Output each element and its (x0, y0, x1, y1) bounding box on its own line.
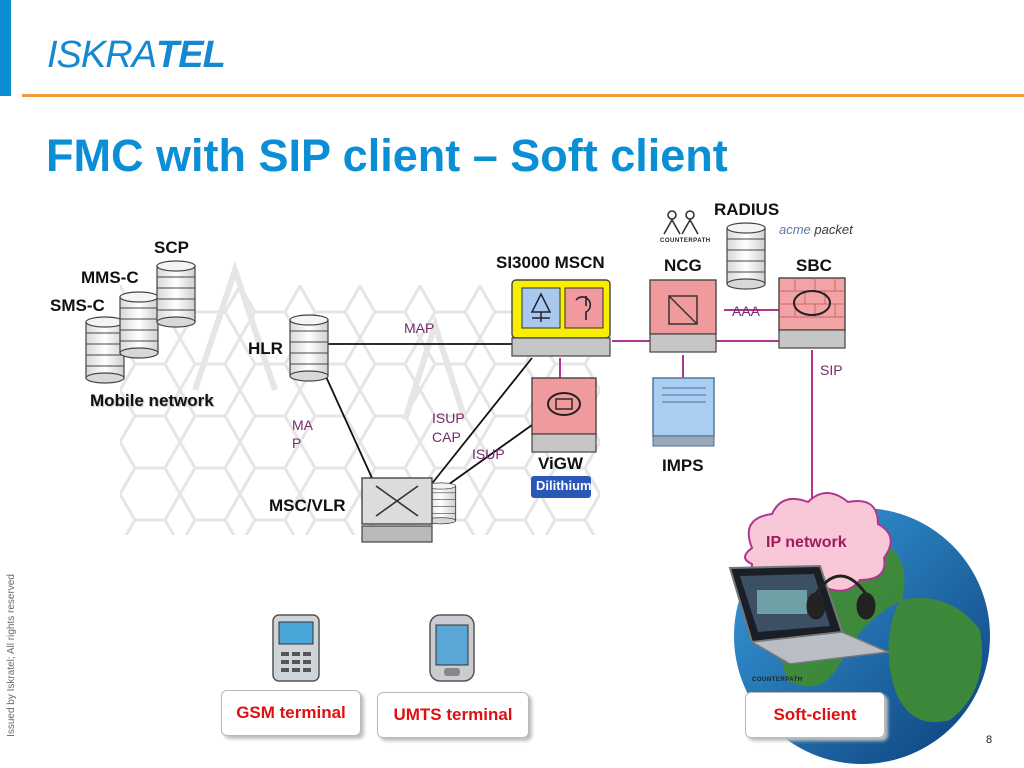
mobile-network-label: Mobile network (90, 391, 214, 410)
soft-client-button[interactable]: Soft-client (745, 692, 885, 738)
counterpath-logo-top (663, 210, 699, 235)
antenna-tower-watermark (192, 260, 468, 421)
ip-links (559, 309, 813, 520)
isup-cap-label-line1: ISUP (432, 410, 465, 426)
vigw-icon (531, 377, 597, 453)
msc-vlr-label: MSC/VLR (269, 496, 346, 515)
radius-label: RADIUS (714, 200, 780, 219)
page-number: 8 (986, 734, 993, 746)
umts-terminal-button[interactable]: UMTS terminal (377, 692, 529, 738)
aaa-link-label: AAA (732, 303, 761, 319)
hlr-label: HLR (248, 339, 283, 358)
map-link-label: MAP (404, 320, 435, 336)
isup-link-label: ISUP (472, 446, 505, 462)
acme-packet-logo: acme packet (779, 222, 853, 237)
isup-cap-label-line2: CAP (432, 429, 461, 445)
gsm-terminal-button[interactable]: GSM terminal (221, 690, 361, 736)
si3000-mscn-label: SI3000 MSCN (496, 253, 605, 272)
mms-c-database-icon (119, 291, 159, 359)
signaling-links (322, 343, 533, 493)
umts-pda-image (429, 614, 475, 682)
counterpath-text-bottom: COUNTERPATH (752, 677, 803, 683)
ncg-label: NCG (664, 256, 702, 275)
counterpath-text-top: COUNTERPATH (660, 238, 711, 244)
copyright-footer: Issued by Iskratel; All rights reserved (5, 574, 17, 737)
ip-network-label: IP network (766, 534, 847, 551)
sbc-label: SBC (796, 256, 832, 275)
mms-c-label: MMS-C (81, 268, 139, 287)
header-divider (22, 94, 1024, 97)
sms-c-label: SMS-C (50, 296, 105, 315)
imps-server-icon (652, 377, 715, 447)
imps-label: IMPS (662, 456, 704, 475)
map-link-label-left-line2: P (292, 435, 302, 451)
scp-database-icon (156, 260, 196, 328)
hlr-database-icon (289, 314, 329, 382)
msc-switch-icon (361, 477, 433, 543)
map-link-label-left-line1: MA (292, 417, 313, 433)
slide-title: FMC with SIP client – Soft client (46, 130, 728, 181)
sms-c-database-icon (85, 316, 125, 384)
laptop-image (728, 564, 891, 665)
dilithium-logo (531, 476, 591, 498)
vigw-label: ViGW (538, 454, 584, 473)
ncg-icon (649, 279, 717, 353)
sbc-firewall-icon (778, 277, 846, 349)
dilithium-logo-text: Dilithium (536, 478, 592, 493)
scp-label: SCP (154, 238, 189, 257)
iskratel-logo: ISKRATEL (47, 34, 226, 76)
si3000-mscn-icon (511, 279, 611, 357)
sip-link-label: SIP (820, 362, 843, 378)
brand-accent-bar (0, 0, 11, 96)
radius-database-icon (726, 222, 766, 290)
headset-image (806, 574, 876, 620)
gsm-phone-image (272, 614, 320, 682)
